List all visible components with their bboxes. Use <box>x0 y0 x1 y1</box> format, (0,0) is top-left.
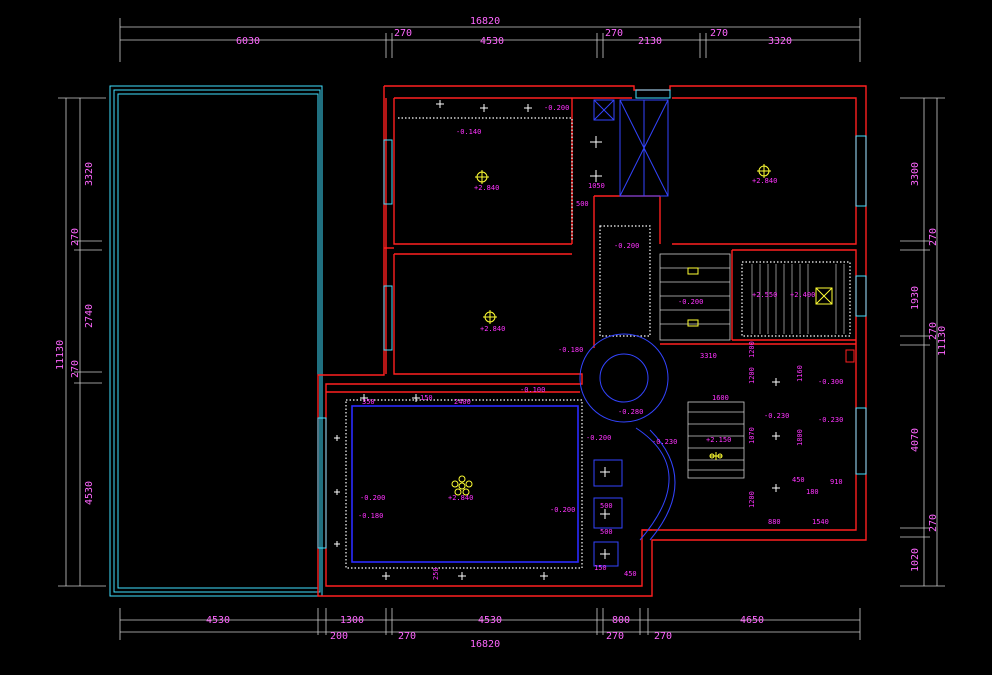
bottom-dim-5: 4650 <box>740 615 764 626</box>
level-m0200-d: -0.200 <box>360 494 385 502</box>
level-bedroom-2: +2.840 <box>480 325 505 333</box>
level-m0140: -0.140 <box>456 128 481 136</box>
right-dim-5: 4070 <box>910 428 921 452</box>
left-dimensions: 11130 3320 270 2740 270 4530 <box>55 97 106 587</box>
dim-1070: 1070 <box>748 427 756 444</box>
level-m0230-a: -0.230 <box>652 438 677 446</box>
bottom-total-dim: 16820 <box>470 639 500 650</box>
bottom-dimensions: 4530 1300 4530 800 4650 200 270 270 270 … <box>119 608 861 650</box>
bottom-sub-1: 200 <box>330 631 348 642</box>
left-dim-2: 270 <box>70 228 81 246</box>
level-m0200-b: -0.200 <box>614 242 639 250</box>
level-m0230-c: -0.230 <box>818 416 843 424</box>
chandelier-icon <box>451 475 473 496</box>
right-dim-3: 1930 <box>910 286 921 310</box>
dim-910: 910 <box>830 478 843 486</box>
left-dim-1: 3320 <box>84 162 95 186</box>
dim-180: 180 <box>806 488 819 496</box>
left-dim-4: 270 <box>70 360 81 378</box>
dim-250: 250 <box>432 567 440 580</box>
bottom-dim-4: 800 <box>612 615 630 626</box>
dim-1050: 1050 <box>588 182 605 190</box>
level-m0180-a: -0.180 <box>358 512 383 520</box>
level-stair-2: +2.550 <box>752 291 777 299</box>
right-total-dim: 11130 <box>937 326 948 356</box>
right-dim-1: 3300 <box>910 162 921 186</box>
level-m0200-c: -0.200 <box>678 298 703 306</box>
exterior-walls <box>317 85 867 597</box>
dim-500-c: 500 <box>600 528 613 536</box>
level-m0200-a: -0.200 <box>544 104 569 112</box>
dim-1200-c: 1200 <box>748 341 756 358</box>
light-icon <box>709 452 723 460</box>
dim-150-a: 150 <box>420 394 433 402</box>
bottom-sub-3: 270 <box>606 631 624 642</box>
dim-500-b: 500 <box>600 502 613 510</box>
top-dim-5: 2130 <box>638 36 662 47</box>
right-dim-4: 270 <box>928 322 939 340</box>
right-dimensions: 3300 270 1930 270 11130 4070 270 1020 <box>900 97 948 587</box>
dim-150-b: 150 <box>594 564 607 572</box>
bottom-dim-3: 4530 <box>478 615 502 626</box>
dim-350: 350 <box>362 398 375 406</box>
dim-880: 880 <box>768 518 781 526</box>
dim-450: 450 <box>792 476 805 484</box>
dim-1600: 1600 <box>712 394 729 402</box>
left-dim-5: 4530 <box>84 481 95 505</box>
top-dim-2: 270 <box>394 28 412 39</box>
level-stair: +2.400 <box>790 291 815 299</box>
bottom-dim-2: 1300 <box>340 615 364 626</box>
level-northeast: +2.840 <box>752 177 777 185</box>
ceiling-outlines <box>345 117 851 569</box>
level-m0300: -0.300 <box>818 378 843 386</box>
dim-1160: 1160 <box>796 365 804 382</box>
light-icon <box>757 164 771 178</box>
bottom-sub-4: 270 <box>654 631 672 642</box>
level-living: +2.840 <box>448 494 473 502</box>
right-dim-7: 1020 <box>910 548 921 572</box>
level-center: +2.150 <box>706 436 731 444</box>
level-m0200-e: -0.200 <box>550 506 575 514</box>
top-dim-3: 4530 <box>480 36 504 47</box>
dim-1540: 1540 <box>812 518 829 526</box>
level-m0200-f: -0.200 <box>586 434 611 442</box>
door-symbol <box>845 349 855 363</box>
level-bedroom-1: +2.840 <box>474 184 499 192</box>
left-total-dim: 11130 <box>55 340 66 370</box>
dim-1200-a: 1200 <box>748 367 756 384</box>
top-dimensions: 16820 6030 270 4530 270 2130 270 3320 <box>119 16 861 62</box>
bottom-dim-1: 4530 <box>206 615 230 626</box>
stairs <box>659 253 845 479</box>
level-m0100: -0.100 <box>520 386 545 394</box>
dim-450-b: 450 <box>624 570 637 578</box>
light-fixtures <box>334 100 780 580</box>
top-dim-4: 270 <box>605 28 623 39</box>
bottom-sub-2: 270 <box>398 631 416 642</box>
right-dim-6: 270 <box>928 514 939 532</box>
top-dim-6: 270 <box>710 28 728 39</box>
level-m0280: -0.280 <box>618 408 643 416</box>
level-markings: +2.840 +2.840 +2.840 +2.840 +2.400 +2.55… <box>358 104 843 520</box>
top-dim-7: 3320 <box>768 36 792 47</box>
light-icon <box>475 170 489 184</box>
inner-dimensions: 1050 500 2400 350 150 3310 1200 1070 120… <box>362 182 843 580</box>
dim-3310: 3310 <box>700 352 717 360</box>
light-icon <box>483 310 497 324</box>
windows <box>317 89 867 549</box>
level-m0180-b: -0.180 <box>558 346 583 354</box>
dim-1200-b: 1200 <box>748 491 756 508</box>
terrace-outline <box>109 85 323 597</box>
downlight-icons <box>334 100 780 580</box>
top-total-dim: 16820 <box>470 16 500 27</box>
dim-1800: 1800 <box>796 429 804 446</box>
dim-2400: 2400 <box>454 398 471 406</box>
level-m0230-b: -0.230 <box>764 412 789 420</box>
right-dim-2: 270 <box>928 228 939 246</box>
left-dim-3: 2740 <box>84 304 95 328</box>
ceiling-trays <box>351 99 676 567</box>
dim-500: 500 <box>576 200 589 208</box>
top-dim-1: 6030 <box>236 36 260 47</box>
